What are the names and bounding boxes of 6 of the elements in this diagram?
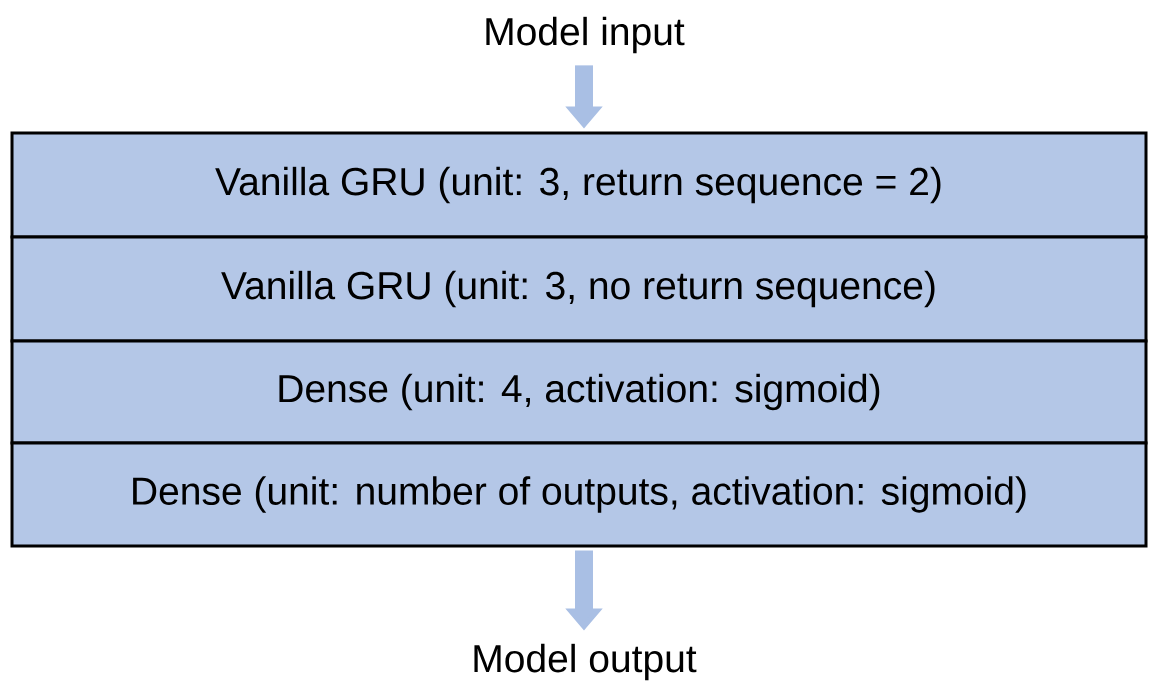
input-label: Model input	[486, 16, 685, 54]
layer-box: Vanilla GRU (unit: 3, return sequence = 2)	[10, 131, 1148, 239]
layer-box: Dense (unit: 4, activation: sigmoid)	[10, 339, 1148, 445]
output-label: Model output	[474, 643, 697, 681]
layer-box: Dense (unit: number of outputs, activation: sigmoid)	[10, 441, 1148, 548]
layer-box: Vanilla GRU (unit: 3, no return sequence)	[10, 235, 1148, 343]
